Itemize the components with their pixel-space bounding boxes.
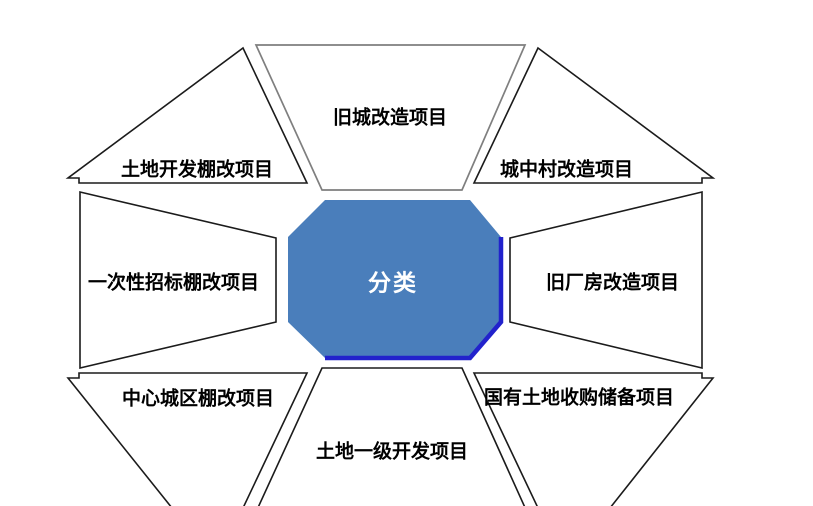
segment-bottom-right[interactable]: 国有土地收购储备项目: [472, 372, 715, 506]
segment-middle-left[interactable]: 一次性招标棚改项目: [79, 190, 277, 370]
segment-bottom-center-shape: [257, 367, 526, 506]
segment-top-center-label: 旧城改造项目: [333, 106, 447, 129]
segment-top-left-label: 土地开发棚改项目: [121, 158, 273, 181]
segment-top-right-shape: [472, 46, 716, 184]
hub-label: 分类: [368, 271, 418, 297]
segment-bottom-left-shape: [66, 372, 309, 506]
segment-bottom-center-label: 土地一级开发项目: [316, 440, 468, 463]
segment-bottom-right-label: 国有土地收购储备项目: [484, 386, 674, 409]
hub-octagon-fill: [288, 200, 501, 358]
segment-bottom-left-label: 中心城区棚改项目: [122, 387, 274, 410]
segment-top-right[interactable]: 城中村改造项目: [472, 46, 716, 184]
segment-middle-right[interactable]: 旧厂房改造项目: [509, 190, 703, 370]
segment-middle-left-label: 一次性招标棚改项目: [88, 271, 259, 294]
hub-octagon-accent-edge: [325, 237, 504, 361]
segment-bottom-center[interactable]: 土地一级开发项目: [256, 367, 527, 506]
segment-top-right-label: 城中村改造项目: [500, 158, 633, 181]
segment-top-center-shape: [254, 44, 527, 191]
segment-bottom-left[interactable]: 中心城区棚改项目: [66, 372, 309, 506]
segment-middle-right-label: 旧厂房改造项目: [546, 271, 679, 294]
segment-middle-right-shape: [509, 190, 703, 370]
segment-top-left-shape: [65, 46, 309, 184]
hub-octagon[interactable]: 分类: [288, 200, 504, 361]
segment-bottom-right-shape: [472, 372, 715, 506]
segment-middle-left-shape: [79, 190, 277, 370]
segment-top-left[interactable]: 土地开发棚改项目: [65, 46, 309, 184]
segment-top-center[interactable]: 旧城改造项目: [254, 44, 527, 191]
